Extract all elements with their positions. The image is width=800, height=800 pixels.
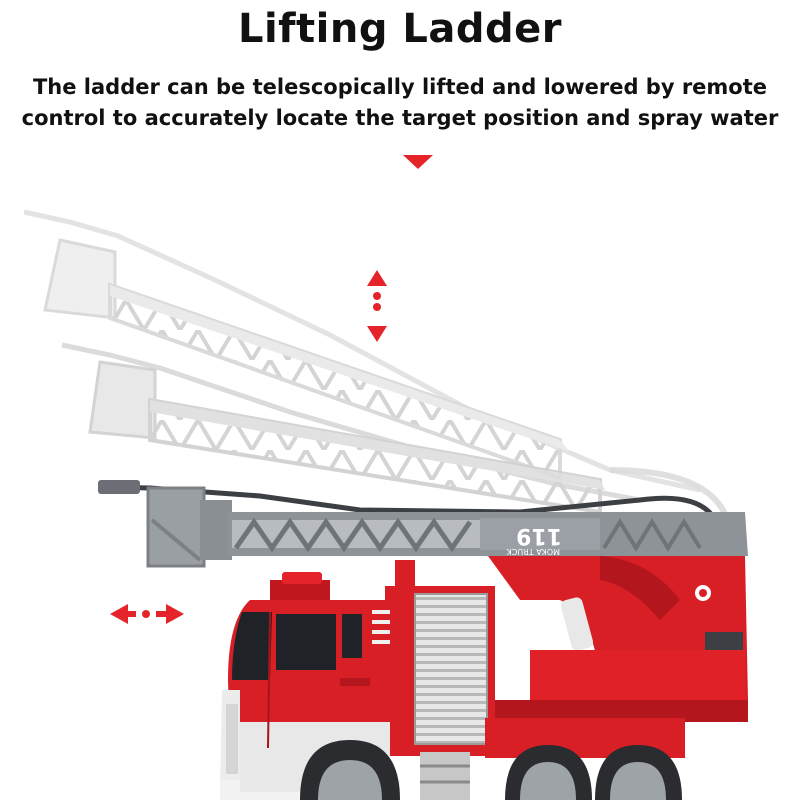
ladder-brand-label: MOKA TRUCK xyxy=(506,547,560,556)
ladder-ghost-mid xyxy=(61,342,733,531)
ladder-ghost-high xyxy=(23,209,701,493)
down-triangle-icon xyxy=(403,155,433,169)
left-right-arrow-icon xyxy=(110,604,184,624)
ladder-turntable xyxy=(488,556,748,722)
main-ladder: 119 MOKA TRUCK xyxy=(97,480,748,568)
ladder-number-label: 119 xyxy=(516,523,562,548)
up-down-arrow-icon xyxy=(367,270,387,342)
fire-truck-body xyxy=(220,560,685,800)
truck-wheels xyxy=(300,740,682,800)
page-description: The ladder can be telescopically lifted … xyxy=(21,75,779,130)
page-title: Lifting Ladder xyxy=(237,6,563,52)
